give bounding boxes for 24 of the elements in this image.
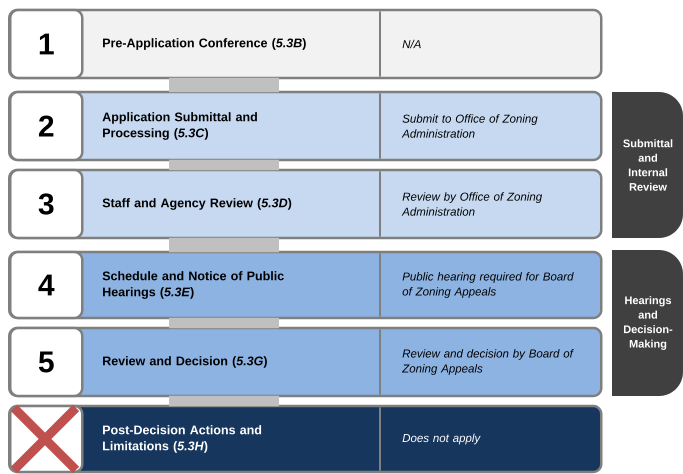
step-description: Public hearing required for Board of Zoning Appeals — [402, 272, 574, 298]
connector-bar — [169, 78, 279, 92]
step-title: Schedule and Notice of Public Hearings (5.3E) — [102, 271, 284, 299]
step-description: Review by Office of Zoning Administration — [402, 192, 542, 216]
step-description: Does not apply — [402, 434, 481, 444]
step-title: Pre-Application Conference (5.3B) — [103, 38, 306, 50]
step-title: Post-Decision Actions and Limitations (5.3H) — [103, 425, 262, 453]
phase-tab: Submittal and Internal Review — [612, 92, 683, 238]
number-box: 5 — [9, 326, 84, 398]
step-description: Submit to Office of Zoning Administration — [402, 114, 538, 138]
number-box: 1 — [9, 8, 84, 80]
connector-bar — [169, 238, 279, 252]
connector-bar — [169, 396, 279, 406]
step-title: Review and Decision (5.3G) — [103, 356, 267, 368]
number-box: 4 — [9, 250, 84, 320]
phase-tab: Hearings and Decision-Making — [612, 250, 683, 396]
connector-bar — [169, 318, 279, 328]
step-title: Staff and Agency Review (5.3D) — [102, 198, 292, 210]
number-box: 2 — [9, 90, 84, 162]
number-box: 3 — [9, 168, 84, 240]
step-title: Application Submittal and Processing (5.3C) — [102, 112, 257, 140]
step-description: Review and decision by Board of Zoning Appeals — [402, 349, 574, 375]
connector-bar — [169, 160, 279, 170]
step-description: N/A — [402, 40, 421, 48]
